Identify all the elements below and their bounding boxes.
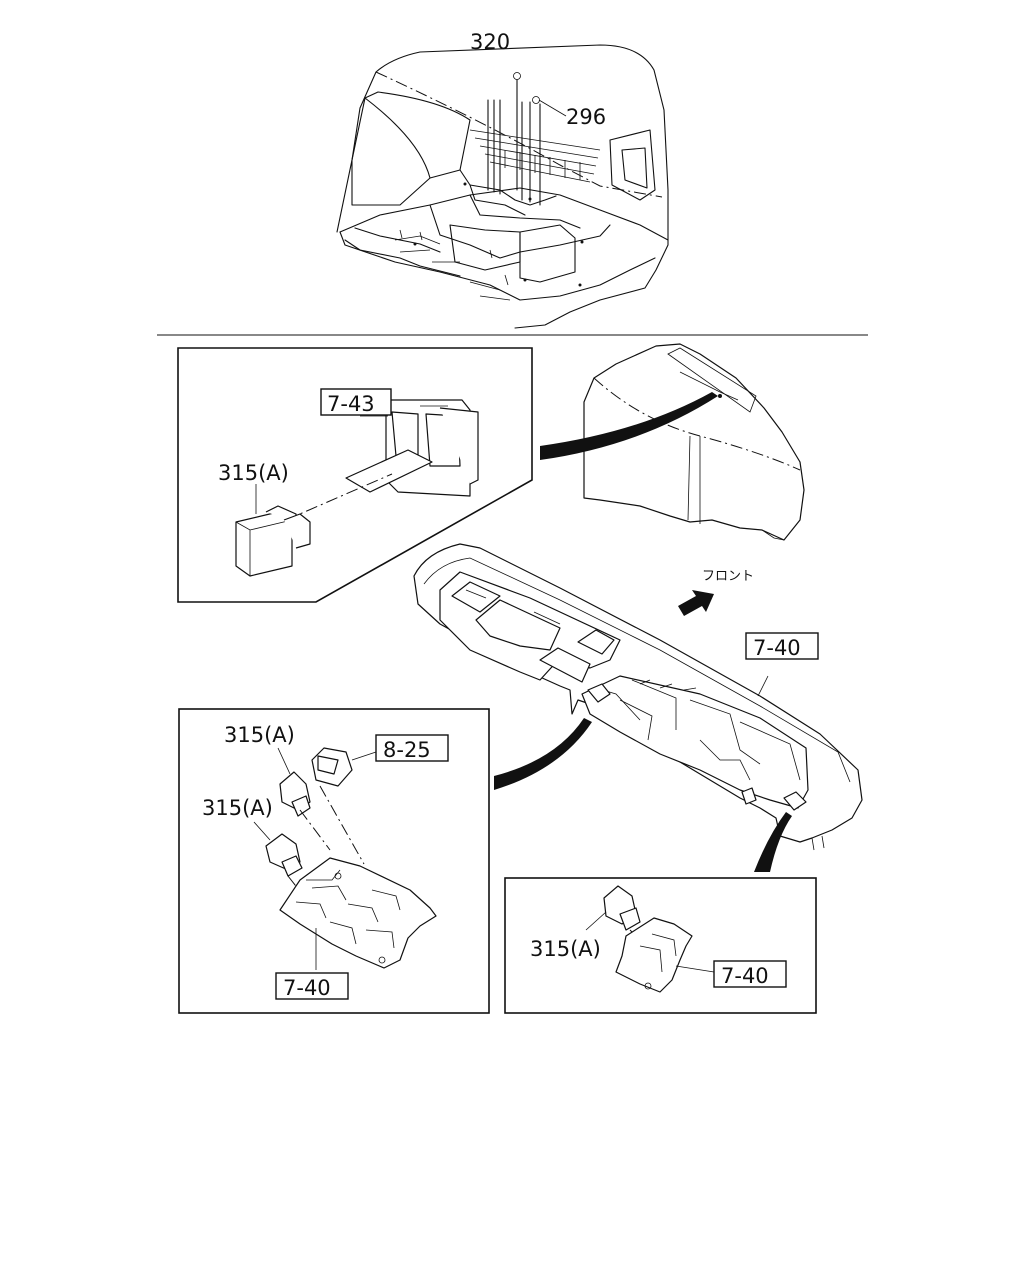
ref-box-lower-right-7-40: 7-40 <box>713 960 787 988</box>
ref-7-43-label: 7-43 <box>327 392 375 416</box>
ref-box-7-43: 7-43 <box>320 388 392 416</box>
ref-lower-left-7-40-label: 7-40 <box>283 976 331 1000</box>
detail-box-upper-left <box>177 347 533 603</box>
instrument-panel-drawing <box>413 543 863 851</box>
part-315a-lower-left-bottom: 315(A) <box>202 796 273 820</box>
ref-8-25-label: 8-25 <box>383 738 431 762</box>
ref-box-8-25: 8-25 <box>375 734 449 762</box>
detail-box-lower-right <box>504 877 817 1014</box>
part-315a-lower-right: 315(A) <box>530 937 601 961</box>
cab-interior-drawing <box>336 44 669 329</box>
ref-box-lower-left-7-40: 7-40 <box>275 972 349 1000</box>
leader-main-7-40 <box>757 675 769 697</box>
callout-320: 320 <box>470 30 510 54</box>
cab-exterior-drawing <box>583 343 805 541</box>
ref-box-main-7-40: 7-40 <box>745 632 819 660</box>
detail-arrow-upper <box>540 392 718 460</box>
front-label: フロント <box>702 569 754 584</box>
detail-arrow-lower-right <box>754 812 792 872</box>
part-315a-lower-left-top: 315(A) <box>224 723 295 747</box>
ref-main-7-40-label: 7-40 <box>753 636 801 660</box>
callout-296: 296 <box>566 105 606 129</box>
front-arrow-icon <box>678 590 714 616</box>
part-315a-upper-left: 315(A) <box>218 461 289 485</box>
detail-arrow-lower-left <box>494 718 592 790</box>
ref-lower-right-7-40-label: 7-40 <box>721 964 769 988</box>
